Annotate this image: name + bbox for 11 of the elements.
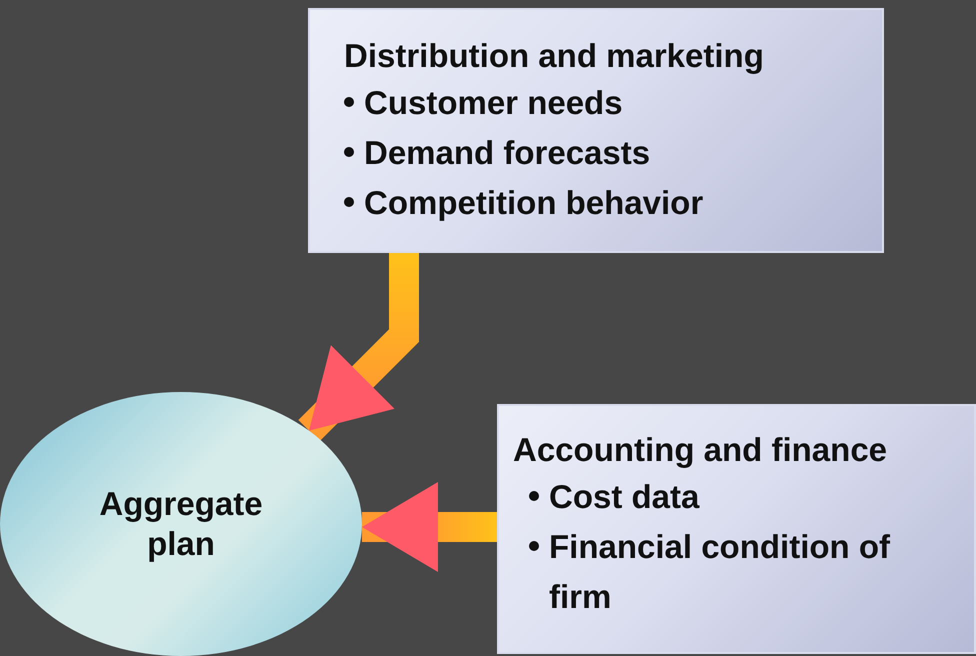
bullet-text: Financial condition of firm	[549, 527, 891, 617]
bullet-text: Competition behavior	[364, 183, 704, 223]
bullet-text: Demand forecasts	[364, 133, 650, 173]
info-box	[308, 8, 884, 253]
box-heading: Distribution and marketing	[344, 36, 765, 76]
bullet-text: Customer needs	[364, 83, 623, 123]
info-box	[497, 404, 976, 654]
bullet-text: Cost data	[549, 477, 700, 517]
node-label: Aggregate plan	[98, 484, 264, 564]
box-heading: Accounting and finance	[513, 430, 888, 470]
arrow	[362, 482, 497, 572]
